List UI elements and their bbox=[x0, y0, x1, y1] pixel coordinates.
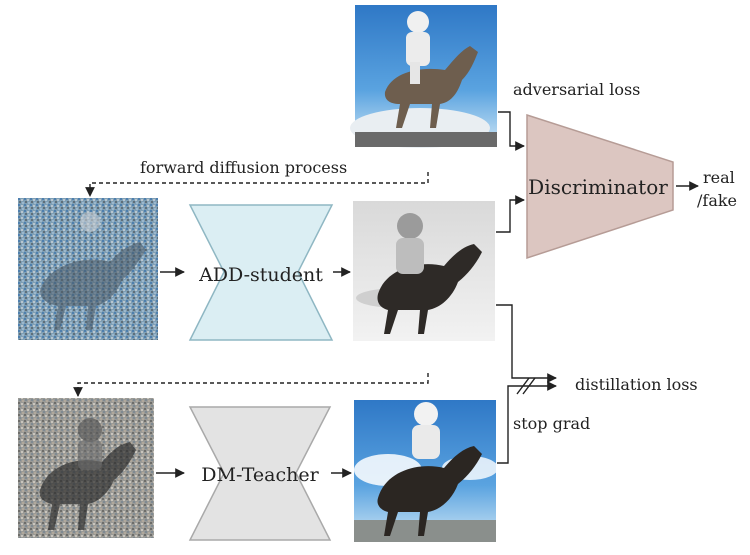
stop-grad-mark bbox=[516, 377, 536, 395]
stop-grad-label: stop grad bbox=[513, 414, 590, 433]
teacher-output-image bbox=[354, 400, 498, 542]
dm-teacher-network: DM-Teacher bbox=[188, 406, 332, 541]
distillation-loss-label: distillation loss bbox=[575, 375, 698, 394]
noisy-image-teacher-input bbox=[18, 398, 154, 538]
student-output-image bbox=[353, 201, 495, 341]
arrow-student-to-discriminator bbox=[496, 195, 525, 233]
discriminator-label: Discriminator bbox=[528, 175, 668, 199]
arrow-teacher-to-distillation bbox=[497, 381, 557, 464]
arrow-student-to-distillation bbox=[496, 304, 557, 383]
real-image-astronaut-horse bbox=[350, 5, 497, 148]
add-student-network: ADD-student bbox=[188, 204, 334, 341]
add-student-label: ADD-student bbox=[198, 264, 323, 286]
forward-diffusion-label: forward diffusion process bbox=[140, 158, 347, 177]
dm-teacher-label: DM-Teacher bbox=[201, 464, 319, 486]
arrow-real-to-discriminator bbox=[498, 111, 525, 151]
real-label: real bbox=[703, 168, 735, 187]
adversarial-loss-label: adversarial loss bbox=[513, 80, 640, 99]
discriminator-network: Discriminator bbox=[526, 113, 674, 260]
forward-diffusion-arrow-bottom bbox=[73, 373, 429, 397]
connection-arrows bbox=[73, 111, 699, 478]
noisy-image-student-input bbox=[18, 198, 158, 340]
fake-label: /fake bbox=[697, 191, 737, 210]
